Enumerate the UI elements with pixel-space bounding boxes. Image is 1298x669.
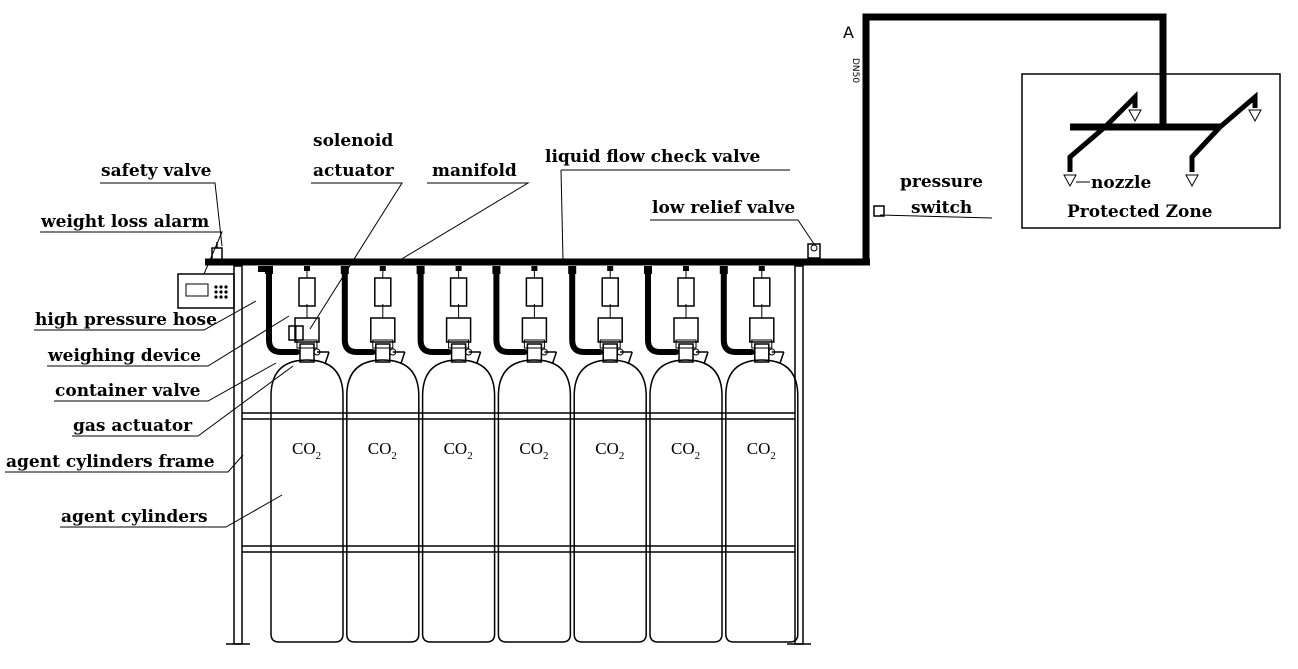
label-pipe-size: DN50 <box>850 58 860 83</box>
cylinder-assembly: CO2 <box>568 266 647 643</box>
cylinder-body <box>270 359 344 643</box>
cylinder-assembly: CO2 <box>416 266 496 643</box>
cylinder-label: CO2 <box>519 439 548 462</box>
label-manifold: manifold <box>432 161 517 181</box>
cylinder-label: CO2 <box>292 439 321 462</box>
weighing-device <box>749 317 775 343</box>
nozzle-icon <box>1063 174 1077 188</box>
label-actuator: actuator <box>313 161 395 181</box>
manifold-fitting <box>258 266 266 272</box>
high-pressure-hose <box>417 271 452 355</box>
weighing-device <box>294 317 320 343</box>
label-weight-loss-alarm: weight loss alarm <box>40 212 209 232</box>
weighing-device <box>521 317 548 343</box>
load-cell <box>677 277 695 307</box>
label-weighing-device: weighing device <box>47 346 201 366</box>
high-pressure-hose <box>266 271 300 355</box>
manifold-pipe <box>205 13 1167 272</box>
high-pressure-hose <box>341 271 376 355</box>
weighing-device <box>597 317 623 343</box>
cylinder-body <box>346 359 420 643</box>
cylinder-assembly: CO2 <box>719 266 799 643</box>
label-switch: switch <box>911 198 972 218</box>
leader-lines <box>5 169 993 528</box>
liquid-flow-check-valve <box>719 266 728 274</box>
nozzle-icon <box>1128 109 1142 123</box>
load-cell <box>374 277 392 307</box>
cylinder-assembly: CO2 <box>492 266 572 643</box>
agent-cylinders: CO2 CO2 CO2 CO2 CO2 CO2 CO2 <box>265 266 799 643</box>
liquid-flow-check-valve <box>644 266 652 274</box>
weighing-device <box>445 317 472 343</box>
load-cell <box>601 277 619 307</box>
label-pressure: pressure <box>900 172 983 192</box>
weight-loss-alarm-unit <box>177 273 235 309</box>
label-low-relief-valve: low relief valve <box>652 198 795 218</box>
load-cell <box>753 277 771 307</box>
label-agent-cylinders-frame: agent cylinders frame <box>6 452 215 472</box>
label-liquid-flow-check-valve: liquid flow check valve <box>545 147 760 167</box>
liquid-flow-check-valve <box>265 266 273 274</box>
label-nozzle: nozzle <box>1091 173 1151 193</box>
cylinder-assembly: CO2 <box>644 266 723 643</box>
solenoid-actuator <box>288 325 304 341</box>
protected-zone <box>1021 73 1281 229</box>
cylinder-body <box>725 359 799 643</box>
high-pressure-hose <box>720 271 755 355</box>
liquid-flow-check-valve <box>340 266 349 274</box>
nozzle-icon <box>1248 109 1262 123</box>
nozzle-icon <box>1185 174 1199 188</box>
load-cell <box>449 277 468 307</box>
cylinder-assembly: CO2 <box>340 266 420 643</box>
cylinder-body <box>421 359 496 643</box>
label-gas-actuator: gas actuator <box>73 416 193 436</box>
label-high-pressure-hose: high pressure hose <box>35 310 217 330</box>
label-point-a: A <box>843 23 854 42</box>
high-pressure-hose <box>493 271 528 355</box>
cylinder-body <box>497 359 572 643</box>
liquid-flow-check-valve <box>416 266 425 274</box>
label-solenoid: solenoid <box>313 131 393 151</box>
high-pressure-hose <box>645 271 679 355</box>
label-agent-cylinders: agent cylinders <box>61 507 208 527</box>
load-cell <box>298 277 316 307</box>
label-protected-zone: Protected Zone <box>1067 202 1213 222</box>
load-cell <box>525 277 544 307</box>
label-safety-valve: safety valve <box>101 161 212 181</box>
safety-valve-symbol <box>211 247 223 261</box>
cylinder-assembly: CO2 <box>265 266 344 643</box>
cylinder-body <box>573 359 647 643</box>
cylinder-label: CO2 <box>747 439 776 462</box>
pressure-switch-symbol <box>873 205 885 217</box>
weighing-device <box>370 317 396 343</box>
cylinder-body <box>649 359 723 643</box>
cylinder-label: CO2 <box>595 439 624 462</box>
liquid-flow-check-valve <box>492 266 501 274</box>
cylinder-label: CO2 <box>444 439 473 462</box>
label-container-valve: container valve <box>55 381 201 401</box>
weighing-device <box>673 317 699 343</box>
liquid-flow-check-valve <box>568 266 577 274</box>
cylinder-label: CO2 <box>671 439 700 462</box>
cylinder-label: CO2 <box>368 439 397 462</box>
high-pressure-hose <box>569 271 604 355</box>
agent-cylinders-frame <box>226 265 811 645</box>
